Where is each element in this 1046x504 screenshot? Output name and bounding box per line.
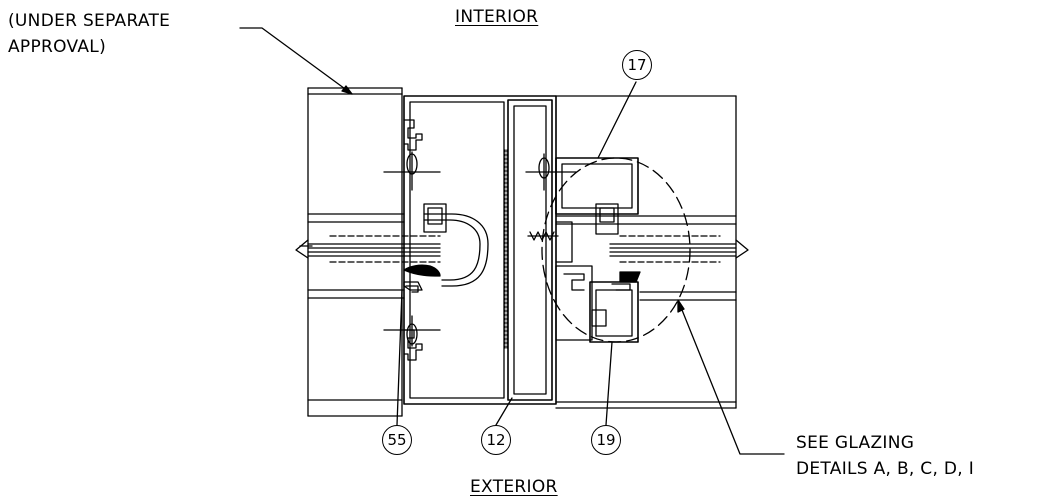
- note-see-glazing-line2: DETAILS A, B, C, D, I: [796, 459, 975, 479]
- mullion-profile: [403, 95, 557, 405]
- callout-17: 17: [622, 50, 652, 80]
- leader-lines: [239, 27, 785, 455]
- interior-label: INTERIOR: [455, 7, 539, 27]
- exterior-label: EXTERIOR: [470, 477, 558, 497]
- callout-55: 55: [382, 425, 412, 455]
- callout-12: 12: [481, 425, 511, 455]
- left-glass-pane: [295, 235, 441, 263]
- right-wall-outline: [555, 95, 737, 409]
- note-under-separate-approval-line2: APPROVAL): [8, 37, 107, 57]
- note-under-separate-approval-line1: (UNDER SEPARATE: [8, 11, 171, 31]
- left-glazing-pocket: [383, 119, 489, 361]
- right-frame-profile: [525, 153, 691, 343]
- callout-19: 19: [591, 425, 621, 455]
- right-glass-pane: [609, 235, 749, 263]
- note-see-glazing-line1: SEE GLAZING: [796, 433, 915, 453]
